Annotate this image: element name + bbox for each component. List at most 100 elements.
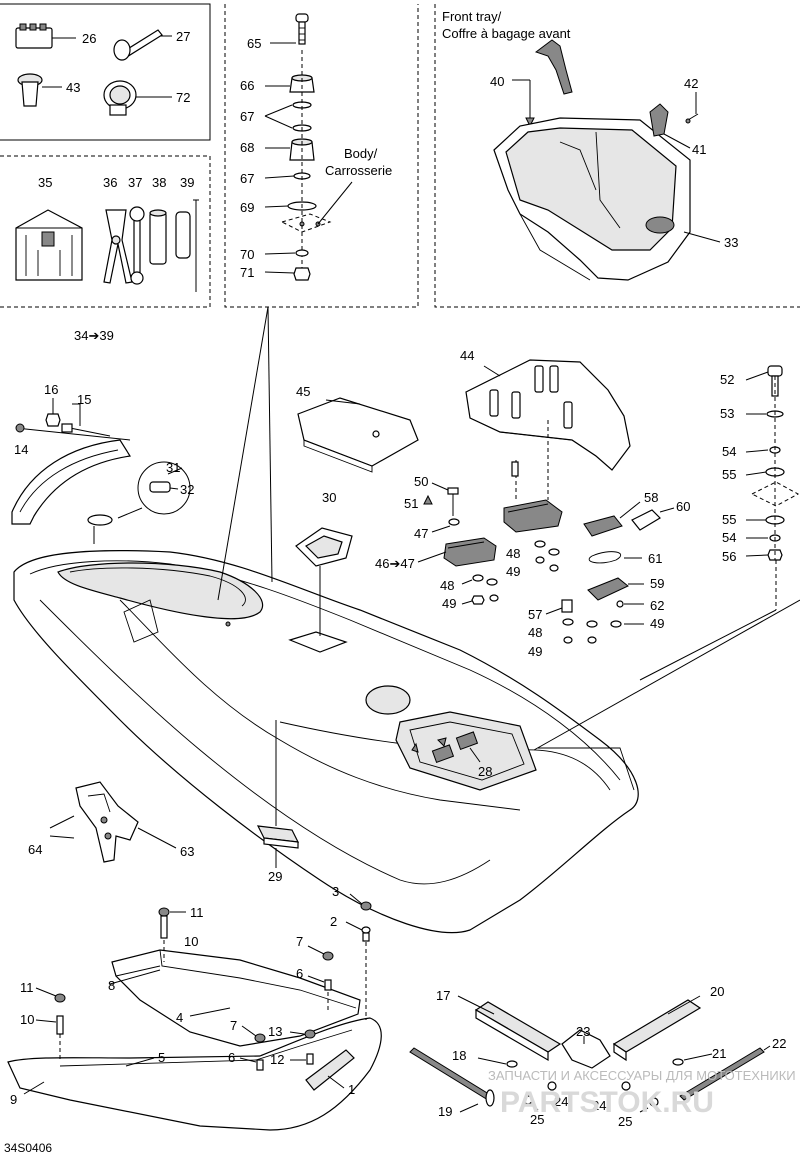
label-47: 47 (414, 526, 428, 541)
label-57: 57 (528, 607, 542, 622)
label-11-top: 11 (190, 905, 204, 920)
connector-part-26 (15, 23, 76, 49)
label-26: 26 (82, 31, 96, 46)
label-30: 30 (322, 490, 336, 505)
label-33: 33 (724, 235, 738, 250)
label-10-left: 10 (20, 1012, 34, 1027)
washer-part-70 (295, 249, 309, 257)
label-63: 63 (180, 844, 194, 859)
label-64: 64 (28, 842, 42, 857)
label-10-top: 10 (184, 934, 198, 949)
label-3: 3 (332, 884, 339, 899)
label-45: 45 (296, 384, 310, 399)
watermark-brand: PARTSTOK.RU (500, 1086, 714, 1119)
label-61: 61 (648, 551, 662, 566)
nut-part-49b (489, 594, 499, 602)
block-part-29 (256, 720, 300, 868)
body-panel-fragment (280, 181, 353, 233)
bolt-part-15 (61, 403, 111, 437)
leader-52-56b (639, 609, 777, 681)
label-18: 18 (452, 1048, 466, 1063)
leader-front-tray (533, 599, 800, 751)
label-29: 29 (268, 869, 282, 884)
top-left-frame: 26 27 43 72 (0, 3, 211, 141)
rubber-mount-part-68 (265, 138, 315, 161)
label-12: 12 (270, 1052, 284, 1067)
wrench-part-37 (129, 206, 145, 285)
washer-part-48b (486, 578, 498, 586)
label-21: 21 (712, 1046, 726, 1061)
label-48-b: 48 (506, 546, 520, 561)
rod-part-19 (409, 1047, 493, 1101)
label-34-39: 34➔39 (74, 328, 114, 343)
label-27: 27 (176, 29, 190, 44)
nut-part-49c (535, 556, 545, 564)
label-4: 4 (176, 1010, 183, 1025)
seat-cover-part-44 (465, 359, 631, 471)
screwdriver-part-39 (175, 199, 199, 292)
front-tray-part-33 (493, 117, 721, 281)
label-8: 8 (108, 978, 115, 993)
label-65: 65 (247, 36, 261, 51)
label-70: 70 (240, 247, 254, 262)
label-22: 22 (772, 1036, 786, 1051)
rail-part-20 (612, 999, 702, 1053)
label-16: 16 (44, 382, 58, 397)
rail-part-17 (474, 1001, 562, 1053)
seat-fasteners (35, 893, 372, 1071)
hook-part-59 (587, 577, 629, 601)
label-51: 51 (404, 496, 418, 511)
label-62: 62 (650, 598, 664, 613)
body-title-fr: Carrosserie (325, 163, 392, 178)
diagram-id: 34S0406 (4, 1141, 52, 1155)
tool-pouch-part-35 (15, 209, 83, 281)
label-28: 28 (478, 764, 492, 779)
body-detail-frame: Body/ Carrosserie 65 66 67 68 67 (224, 4, 419, 308)
label-24-b: 24 (592, 1098, 606, 1113)
label-43: 43 (66, 80, 80, 95)
front-tray-title: Front tray/ (442, 9, 502, 24)
label-24-a: 24 (554, 1094, 568, 1109)
grab-handle-part-14 (11, 427, 131, 525)
label-55-a: 55 (722, 467, 736, 482)
washer-part-48d (548, 548, 560, 556)
label-68: 68 (240, 140, 254, 155)
label-49-d: 49 (650, 616, 664, 631)
label-23: 23 (576, 1024, 590, 1039)
label-49-b: 49 (506, 564, 520, 579)
label-1: 1 (348, 1082, 355, 1097)
spring-part-61 (588, 551, 622, 564)
latch-assembly (545, 501, 675, 644)
grommet-part-43 (17, 73, 62, 107)
nut-part-16 (15, 398, 61, 433)
label-32: 32 (180, 482, 194, 497)
washer-part-48c (534, 540, 546, 548)
label-40: 40 (490, 74, 504, 89)
label-59: 59 (650, 576, 664, 591)
label-7-bottom: 7 (230, 1018, 237, 1033)
bolt-part-65 (270, 13, 309, 45)
label-9: 9 (10, 1092, 17, 1107)
label-13: 13 (268, 1024, 282, 1039)
label-39: 39 (180, 175, 194, 190)
clamp-part-72 (103, 80, 172, 116)
screw-part-42 (685, 92, 699, 124)
label-42: 42 (684, 76, 698, 91)
rubber-mount-part-66 (265, 74, 315, 93)
label-11-left: 11 (20, 980, 34, 995)
label-50: 50 (414, 474, 428, 489)
sealant-icon (423, 494, 433, 505)
label-37: 37 (128, 175, 142, 190)
bolt-part-50 (431, 482, 459, 516)
bracket-part-47 (417, 518, 497, 567)
label-14: 14 (14, 442, 28, 457)
label-53: 53 (720, 406, 734, 421)
label-60: 60 (676, 499, 690, 514)
pliers-part-36 (103, 209, 133, 284)
label-55-b: 55 (722, 512, 736, 527)
label-38: 38 (152, 175, 166, 190)
rod-part-22 (679, 1047, 765, 1101)
label-67-top: 67 (240, 109, 254, 124)
label-49-c: 49 (528, 644, 542, 659)
